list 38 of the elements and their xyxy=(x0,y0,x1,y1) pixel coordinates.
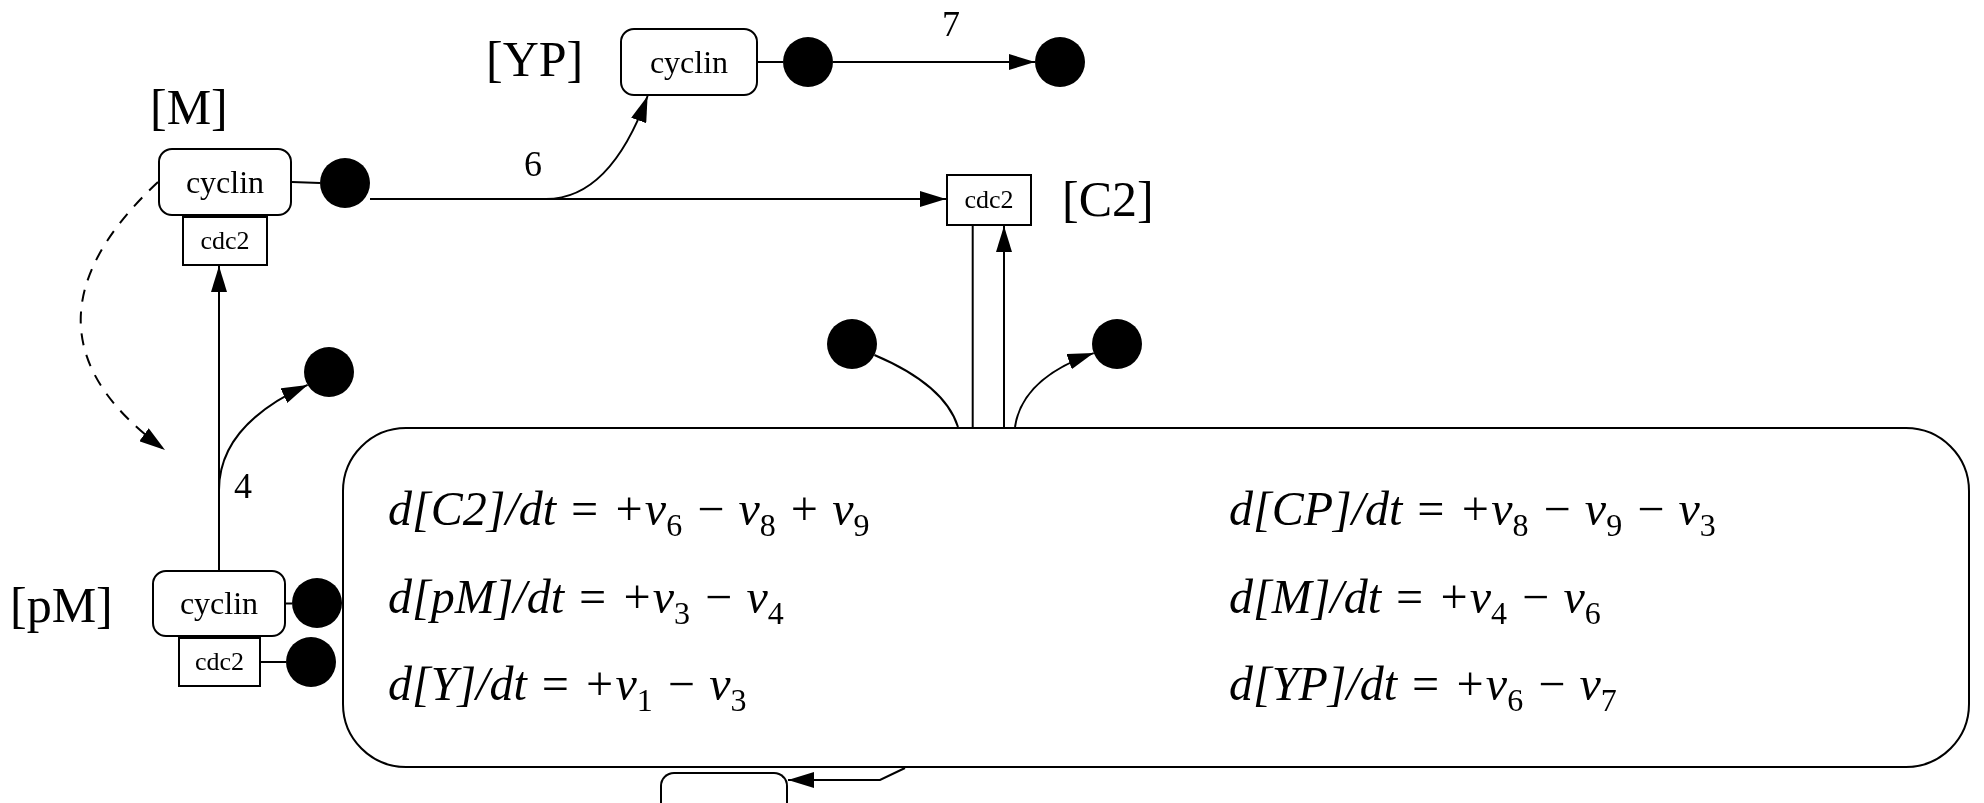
protein-box: cyclin xyxy=(158,148,292,216)
arrow xyxy=(787,767,906,788)
protein-box: cyclin xyxy=(152,570,286,637)
filled-dot xyxy=(292,578,342,628)
arrow xyxy=(996,225,1012,428)
connector-line xyxy=(757,61,784,63)
protein-box: cyclin xyxy=(620,28,758,96)
equation: d[C2]/dt = +ν$_{6}$ − ν$_{8}$ + ν$_{9}$ xyxy=(388,481,871,545)
arrow xyxy=(1014,352,1095,428)
filled-dot xyxy=(1035,37,1085,87)
equation: d[M]/dt = +ν$_{4}$ − ν$_{6}$ xyxy=(1229,568,1602,633)
equation: d[Y]/dt = +ν$_{1}$ − ν$_{3}$ xyxy=(388,656,748,720)
filled-dot xyxy=(783,37,833,87)
protein-box: cdc2 xyxy=(946,174,1032,226)
equation: d[YP]/dt = +ν$_{6}$ − ν$_{7}$ xyxy=(1229,656,1618,720)
protein-box: cdc2 xyxy=(182,216,268,266)
arrow xyxy=(369,95,649,200)
connector-line xyxy=(971,225,974,428)
connector-line xyxy=(873,354,959,428)
connector-line xyxy=(291,181,321,184)
protein-box xyxy=(660,772,788,803)
species-label: [YP] xyxy=(486,34,584,84)
connector-line xyxy=(285,602,293,605)
dashed-arrow xyxy=(79,181,166,451)
species-label: [M] xyxy=(150,82,228,132)
filled-dot xyxy=(1092,319,1142,369)
equation-panel xyxy=(342,427,1970,768)
filled-dot xyxy=(827,319,877,369)
arrow xyxy=(832,54,1036,70)
connector-line xyxy=(260,661,287,663)
species-label: [C2] xyxy=(1062,174,1154,224)
filled-dot xyxy=(320,158,370,208)
arrow xyxy=(218,383,309,571)
protein-box: cdc2 xyxy=(178,637,261,687)
filled-dot xyxy=(286,637,336,687)
equation: d[pM]/dt = +ν$_{3}$ − ν$_{4}$ xyxy=(388,568,785,633)
filled-dot xyxy=(304,347,354,397)
equation: d[CP]/dt = +ν$_{8}$ − ν$_{9}$ − ν$_{3}$ xyxy=(1229,481,1717,545)
